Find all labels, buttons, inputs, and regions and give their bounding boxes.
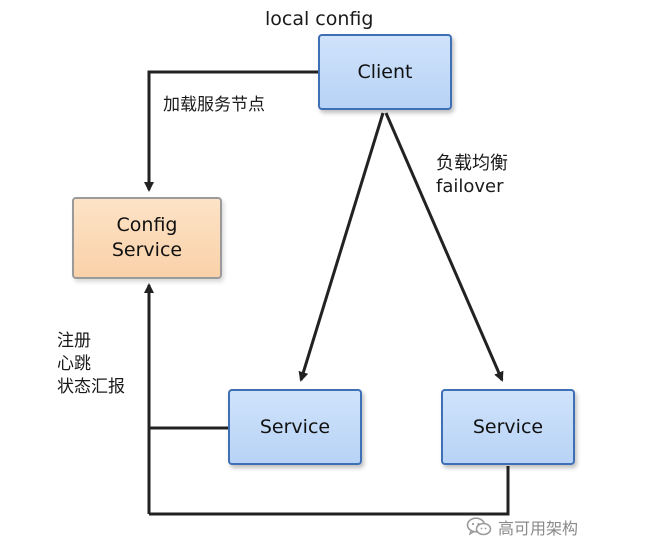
load-balance-label: 负载均衡 failover: [436, 153, 508, 198]
load-service-nodes-label: 加载服务节点: [163, 95, 265, 115]
watermark: 高可用架构: [466, 515, 578, 539]
register-line1: 注册: [57, 331, 91, 351]
config-service-line1: Config: [116, 214, 178, 237]
service-node-left: Service: [228, 389, 362, 465]
config-service-line2: Service: [111, 239, 183, 261]
client-node-label: Client: [357, 60, 413, 83]
load-balance-line2: failover: [436, 175, 504, 197]
register-line2: 心跳: [57, 353, 91, 374]
register-label: 注册 心跳 状态汇报: [57, 330, 125, 399]
right-service-to-config-line: [149, 466, 510, 516]
load-balance-line1: 负载均衡: [436, 153, 508, 174]
service-node-right: Service: [441, 389, 575, 465]
config-service-node: Config Service: [72, 197, 222, 279]
service-right-label: Service: [472, 415, 544, 438]
client-to-right-service-arrow: [384, 112, 504, 382]
client-node: Client: [318, 34, 452, 110]
local-config-label: local config: [265, 8, 374, 30]
client-to-left-service-arrow: [298, 112, 385, 382]
wechat-icon: [466, 517, 492, 537]
watermark-text: 高可用架构: [498, 519, 579, 538]
service-left-label: Service: [259, 415, 331, 438]
register-line3: 状态汇报: [57, 376, 125, 397]
client-to-config-arrow: [144, 70, 318, 192]
